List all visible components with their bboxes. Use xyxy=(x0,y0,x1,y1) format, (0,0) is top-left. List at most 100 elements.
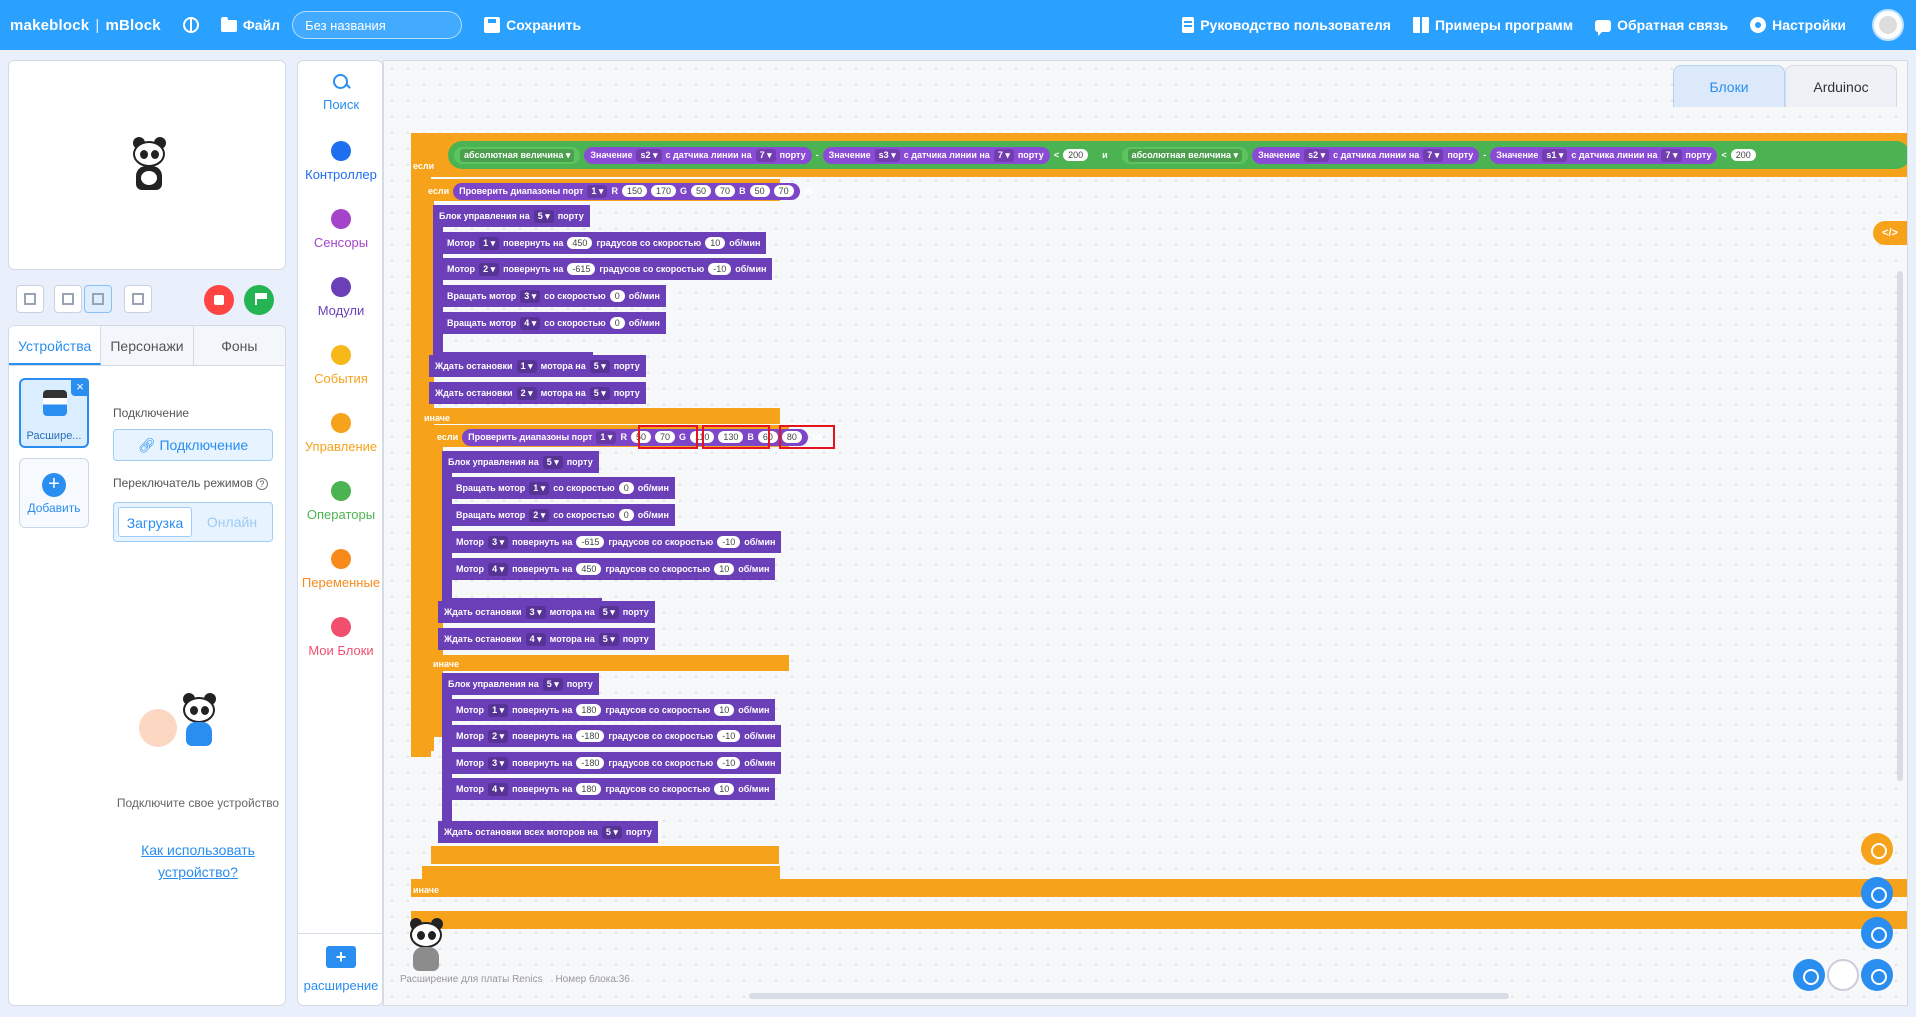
tab-backdrops[interactable]: Фоны xyxy=(193,326,285,365)
port-dropdown[interactable]: 5 ▾ xyxy=(542,677,563,691)
motor-dropdown[interactable]: 3 ▾ xyxy=(488,756,509,770)
range-input[interactable]: 60 xyxy=(757,431,778,443)
port-dropdown[interactable]: 5 ▾ xyxy=(542,455,563,469)
category-my-blocks[interactable]: Мои Блоки xyxy=(298,617,384,658)
zoom-in-button[interactable] xyxy=(1861,877,1893,909)
fullscreen-button[interactable] xyxy=(16,285,44,313)
speed-input[interactable]: 10 xyxy=(714,783,735,795)
inner-else-bar[interactable] xyxy=(422,408,780,424)
extension-button[interactable]: +расширение xyxy=(298,946,384,993)
speed-input[interactable]: -10 xyxy=(717,536,741,548)
sensor-dropdown[interactable]: s2 ▾ xyxy=(636,148,662,162)
stage-canvas[interactable] xyxy=(8,60,286,270)
port-dropdown[interactable]: 5 ▾ xyxy=(589,359,610,373)
speed-input[interactable]: 0 xyxy=(609,290,625,302)
abs-operator[interactable]: абсолютная величина ▾ xyxy=(1121,146,1249,164)
zoom-out-button[interactable] xyxy=(1861,917,1893,949)
category-modules[interactable]: Модули xyxy=(298,277,384,318)
motor-dropdown[interactable]: 2 ▾ xyxy=(479,262,500,276)
port-dropdown[interactable]: 5 ▾ xyxy=(601,825,622,839)
collapse-blocks-button[interactable] xyxy=(1861,833,1893,865)
category-search[interactable]: Поиск xyxy=(298,73,384,112)
speed-input[interactable]: 0 xyxy=(618,509,634,521)
abs-operator[interactable]: абсолютная величина ▾ xyxy=(454,146,581,164)
category-control[interactable]: Управление xyxy=(298,413,384,454)
range-input[interactable]: 50 xyxy=(691,185,712,197)
degrees-input[interactable]: -615 xyxy=(567,263,596,275)
speed-input[interactable]: 10 xyxy=(714,563,735,575)
examples-link[interactable]: Примеры программ xyxy=(1412,17,1573,33)
range-input[interactable]: 50 xyxy=(630,431,651,443)
undo-button[interactable] xyxy=(1793,959,1825,991)
range-input[interactable]: 80 xyxy=(781,431,802,443)
port-dropdown[interactable]: 1 ▾ xyxy=(596,430,617,444)
horizontal-scrollbar[interactable] xyxy=(749,993,1509,999)
port-dropdown[interactable]: 7 ▾ xyxy=(1661,148,1682,162)
user-guide-link[interactable]: Руководство пользователя xyxy=(1182,17,1391,33)
port-dropdown[interactable]: 5 ▾ xyxy=(598,632,619,646)
port-dropdown[interactable]: 7 ▾ xyxy=(755,148,776,162)
upload-mode-option[interactable]: Загрузка xyxy=(118,507,192,537)
motor-dropdown[interactable]: 1 ▾ xyxy=(479,236,500,250)
motor-dropdown[interactable]: 1 ▾ xyxy=(516,359,537,373)
speed-input[interactable]: -10 xyxy=(717,730,741,742)
remove-device-icon[interactable]: × xyxy=(71,378,89,396)
degrees-input[interactable]: -180 xyxy=(576,757,605,769)
port-dropdown[interactable]: 7 ▾ xyxy=(1423,148,1444,162)
motor-dropdown[interactable]: 4 ▾ xyxy=(520,316,541,330)
sensor-dropdown[interactable]: s3 ▾ xyxy=(874,148,900,162)
threshold-input[interactable]: 200 xyxy=(1730,149,1756,161)
small-stage-button[interactable] xyxy=(54,285,82,313)
script-workspace[interactable]: Блоки Arduinoc </> если иначе абсолютная… xyxy=(383,60,1908,1006)
file-menu[interactable]: Файл xyxy=(220,17,280,33)
tab-arduino-code[interactable]: Arduinoc xyxy=(1785,65,1897,107)
feedback-link[interactable]: Обратная связь xyxy=(1595,17,1728,36)
range-input[interactable]: 170 xyxy=(650,185,677,197)
degrees-input[interactable]: -180 xyxy=(576,730,605,742)
grid-view-button[interactable] xyxy=(124,285,152,313)
port-dropdown[interactable]: 5 ▾ xyxy=(589,386,610,400)
reset-zoom-button[interactable] xyxy=(1861,959,1893,991)
category-sensors[interactable]: Сенсоры xyxy=(298,209,384,250)
project-title-input[interactable] xyxy=(292,11,463,39)
how-to-use-link[interactable]: Как использовать устройство? xyxy=(141,842,255,880)
sensor-dropdown[interactable]: s2 ▾ xyxy=(1304,148,1330,162)
settings-menu[interactable]: Настройки xyxy=(1750,17,1846,33)
degrees-input[interactable]: 180 xyxy=(576,783,602,795)
tab-devices[interactable]: Устройства xyxy=(9,326,102,365)
panda-sprite[interactable] xyxy=(133,135,167,195)
user-avatar[interactable] xyxy=(1872,9,1904,41)
motor-dropdown[interactable]: 4 ▾ xyxy=(488,562,509,576)
tab-blocks[interactable]: Блоки xyxy=(1673,65,1785,107)
motor-dropdown[interactable]: 3 ▾ xyxy=(520,289,541,303)
code-toggle-button[interactable]: </> xyxy=(1873,221,1907,245)
range-input[interactable]: 150 xyxy=(621,185,647,197)
degrees-input[interactable]: 450 xyxy=(567,237,593,249)
motor-dropdown[interactable]: 3 ▾ xyxy=(525,605,546,619)
device-card[interactable]: × Расшире... xyxy=(19,378,89,448)
range-input[interactable]: 50 xyxy=(749,185,770,197)
speed-input[interactable]: 0 xyxy=(609,317,625,329)
port-dropdown[interactable]: 7 ▾ xyxy=(993,148,1014,162)
motor-dropdown[interactable]: 4 ▾ xyxy=(525,632,546,646)
degrees-input[interactable]: 180 xyxy=(576,704,602,716)
redo-button[interactable] xyxy=(1827,959,1859,991)
normal-stage-button[interactable] xyxy=(84,285,112,313)
